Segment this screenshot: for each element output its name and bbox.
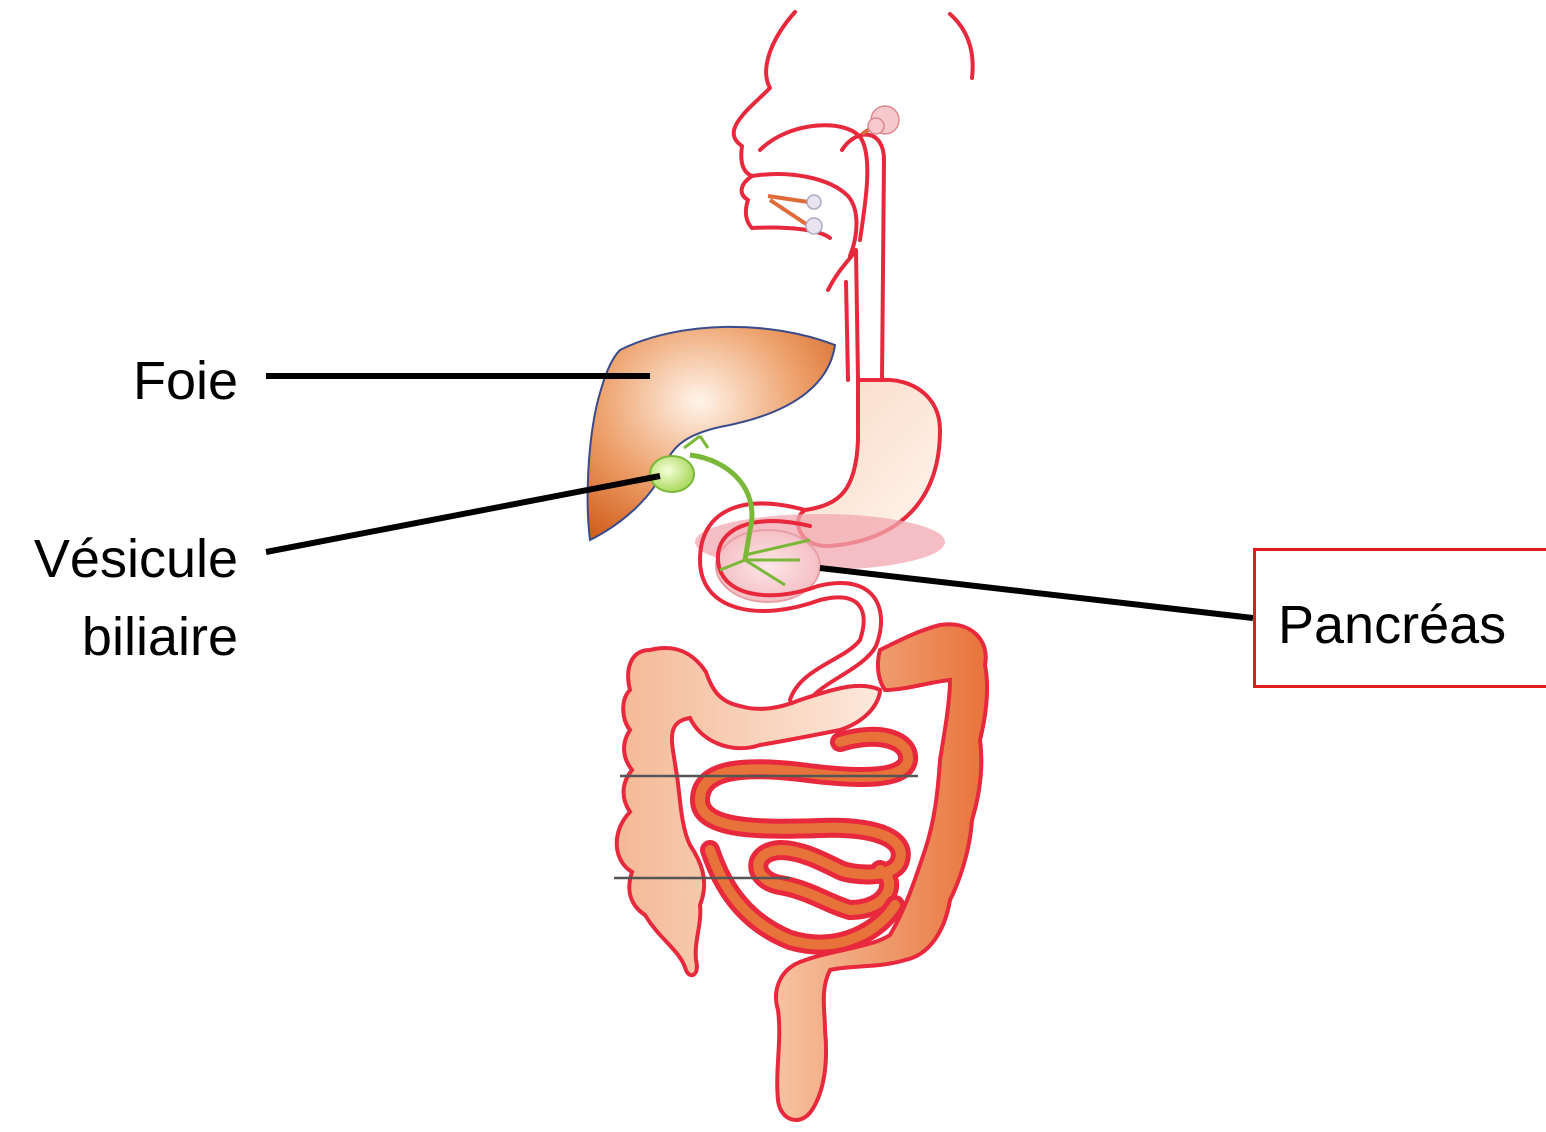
label-vesicule-line1: Vésicule — [0, 520, 238, 598]
label-foie: Foie — [40, 342, 238, 420]
label-foie-text: Foie — [133, 351, 238, 411]
label-vesicule-line2: biliaire — [0, 598, 238, 676]
pancreas-leader-line — [820, 568, 1253, 618]
label-vesicule-biliaire: Vésicule biliaire — [0, 520, 238, 676]
small-intestine — [700, 737, 908, 945]
label-pancreas-text: Pancréas — [1278, 595, 1506, 655]
label-pancreas: Pancréas — [1278, 586, 1538, 664]
